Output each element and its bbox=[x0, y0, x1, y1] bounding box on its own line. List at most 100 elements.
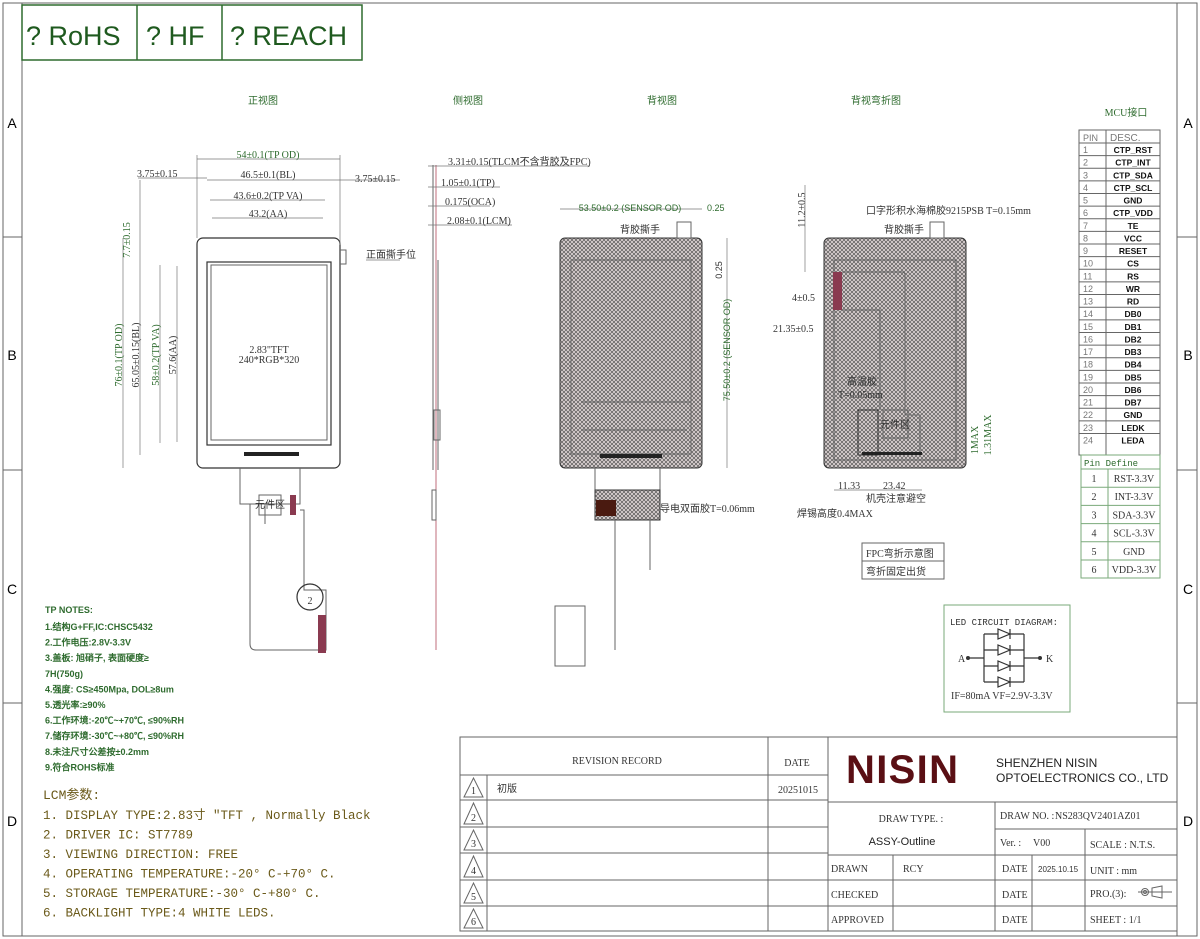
dim-width-tp-od: 54±0.1(TP OD) bbox=[237, 150, 300, 161]
revision-number: 1 bbox=[471, 786, 476, 797]
mcu-pin-number: 7 bbox=[1083, 221, 1088, 231]
dim-sensor-height: 75.50±0.2 (SENSOR OD) bbox=[722, 299, 732, 401]
mcu-pin-desc: CS bbox=[1127, 259, 1139, 269]
mcu-pin-number: 1 bbox=[1083, 145, 1088, 155]
mcu-pin-number: 9 bbox=[1083, 246, 1088, 256]
dim-left-margin: 3.75±0.15 bbox=[137, 169, 178, 180]
mcu-pin-number: 22 bbox=[1083, 410, 1093, 420]
pin-define-desc: GND bbox=[1123, 547, 1145, 558]
pin-define-number: 6 bbox=[1092, 565, 1097, 576]
mcu-pin-number: 8 bbox=[1083, 233, 1088, 243]
bent-tab-label: 背胶撕手 bbox=[884, 223, 924, 236]
tp-note-item: 1.结构G+FF,IC:CHSC5432 bbox=[45, 621, 153, 632]
callout-2: 2 bbox=[308, 596, 313, 607]
mcu-pin-desc: RS bbox=[1127, 271, 1139, 281]
led-anode-label: A bbox=[958, 654, 966, 665]
sheet-label: SHEET : 1/1 bbox=[1090, 915, 1141, 926]
dim-height-bl: 65.05±0.15(BL) bbox=[131, 323, 142, 388]
led-diode-icon bbox=[984, 660, 1024, 672]
version-label: Ver. : bbox=[1000, 838, 1021, 849]
dim-bent-w2: 23.42 bbox=[883, 481, 906, 492]
revision-triangle-icon bbox=[463, 907, 484, 929]
mcu-pin-desc: RD bbox=[1127, 297, 1139, 307]
dim-sensor-offset-top: 0.25 bbox=[707, 203, 725, 213]
tp-note-item: 5.透光率:≥90% bbox=[45, 699, 105, 710]
mcu-pin-number: 21 bbox=[1083, 398, 1093, 408]
mcu-title: MCU接口 bbox=[1105, 106, 1148, 119]
revision-desc: 初版 bbox=[497, 782, 517, 795]
tp-note-item: 3.盖板: 旭硝子, 表面硬度≥ bbox=[45, 652, 149, 663]
led-circuit-diagram: LED CIRCUIT DIAGRAM: A K IF=80mA VF=2.9V… bbox=[943, 604, 1071, 713]
front-view-title: 正视图 bbox=[248, 94, 278, 107]
pin-define-desc: SCL-3.3V bbox=[1113, 529, 1155, 540]
dim-total-thickness: 3.31±0.15(TLCM不含背胶及FPC) bbox=[448, 155, 591, 168]
lcm-param-item: 6. BACKLIGHT TYPE:4 WHITE LEDS. bbox=[43, 907, 276, 921]
date-header: DATE bbox=[784, 758, 810, 769]
draw-no-value: NS283QV2401AZ01 bbox=[1055, 811, 1141, 822]
led-diode-icon bbox=[984, 644, 1024, 656]
grid-row-b-left: B bbox=[7, 347, 16, 363]
mcu-pin-desc: DB5 bbox=[1124, 372, 1141, 382]
drawn-by: RCY bbox=[903, 864, 924, 875]
dim-top-margin: 7.7±0.15 bbox=[122, 222, 133, 258]
projection-symbol-icon bbox=[1138, 885, 1172, 899]
dim-bent-max1: 1MAX bbox=[970, 425, 981, 454]
dim-height-tp-od: 76±0.1(TP OD) bbox=[114, 324, 125, 387]
tp-notes: TP NOTES: 1.结构G+FF,IC:CHSC5432 2.工作电压:2.8… bbox=[45, 605, 184, 772]
nisin-logo: NISIN bbox=[846, 748, 958, 792]
lcm-params: LCM参数: 1. DISPLAY TYPE:2.83寸 "TFT , Norm… bbox=[43, 787, 371, 921]
revision-triangle-icon bbox=[463, 881, 484, 904]
mcu-pin-desc: DB7 bbox=[1124, 398, 1141, 408]
mcu-pin-desc: DB3 bbox=[1124, 347, 1141, 357]
dim-lcm-thickness: 2.08±0.1(LCM) bbox=[447, 216, 511, 227]
mcu-pin-number: 23 bbox=[1083, 423, 1093, 433]
dim-right-margin: 3.75±0.15 bbox=[355, 174, 396, 185]
lcm-param-item: 1. DISPLAY TYPE:2.83寸 "TFT , Normally Bl… bbox=[43, 808, 371, 823]
conductive-tape-label: 导电双面胶T=0.06mm bbox=[660, 502, 755, 515]
grid-row-a-right: A bbox=[1183, 115, 1193, 131]
pin-define-number: 2 bbox=[1092, 492, 1097, 503]
led-diagram-title: LED CIRCUIT DIAGRAM: bbox=[950, 618, 1058, 628]
back-tab-label: 背胶撕手 bbox=[620, 223, 660, 236]
back-bent-view: 元件区 口字形积水海棉胶9215PSB T=0.15mm 背胶撕手 11.2±0… bbox=[773, 185, 1031, 580]
tp-note-item: 4.强度: CS≥450Mpa, DOL≥8um bbox=[45, 683, 174, 694]
mcu-pin-number: 14 bbox=[1083, 309, 1093, 319]
drawn-label: DRAWN bbox=[831, 864, 868, 875]
back-bent-view-title: 背视弯折图 bbox=[851, 94, 901, 107]
front-component-area: 元件区 bbox=[255, 499, 285, 511]
mcu-pin-desc: VCC bbox=[1124, 233, 1142, 243]
led-spec: IF=80mA VF=2.9V-3.3V bbox=[951, 691, 1053, 702]
tp-note-item: 8.未注尺寸公差按±0.2mm bbox=[45, 746, 149, 757]
front-tab-label: 正面撕手位 bbox=[366, 248, 416, 261]
tp-notes-title: TP NOTES: bbox=[45, 605, 93, 615]
draw-type-label: DRAW TYPE. : bbox=[879, 814, 944, 825]
fpc-bend-box-line1: FPC弯折示意图 bbox=[866, 547, 934, 560]
revision-number: 6 bbox=[471, 917, 476, 928]
mcu-pin-desc: LEDK bbox=[1121, 423, 1145, 433]
pin-define-number: 4 bbox=[1092, 529, 1097, 540]
mcu-header-desc: DESC. bbox=[1110, 133, 1141, 144]
dim-oca-thickness: 0.175(OCA) bbox=[445, 197, 495, 208]
mcu-pin-number: 2 bbox=[1083, 158, 1088, 168]
high-temp-tape-label: 高温胶 bbox=[847, 375, 877, 388]
unit-label: UNIT : mm bbox=[1090, 866, 1137, 877]
mcu-pin-number: 19 bbox=[1083, 372, 1093, 382]
mcu-pin-number: 6 bbox=[1083, 208, 1088, 218]
mcu-pin-desc: GND bbox=[1124, 196, 1143, 206]
revision-number: 5 bbox=[471, 892, 476, 903]
dim-sensor-offset-side: 0.25 bbox=[714, 261, 724, 279]
dim-bent-top: 11.2±0.5 bbox=[797, 192, 808, 227]
compliance-box: ? RoHS ? HF ? REACH bbox=[21, 4, 363, 61]
revision-number: 3 bbox=[471, 839, 476, 850]
dim-height-aa: 57.6(AA) bbox=[168, 336, 179, 375]
drawn-date-label: DATE bbox=[1002, 864, 1028, 875]
revision-number: 2 bbox=[471, 813, 476, 824]
tp-note-item: 2.工作电压:2.8V-3.3V bbox=[45, 637, 131, 648]
company-name-line1: SHENZHEN NISIN bbox=[996, 756, 1097, 770]
mcu-pin-number: 17 bbox=[1083, 347, 1093, 357]
led-diode-icon bbox=[984, 676, 1024, 688]
